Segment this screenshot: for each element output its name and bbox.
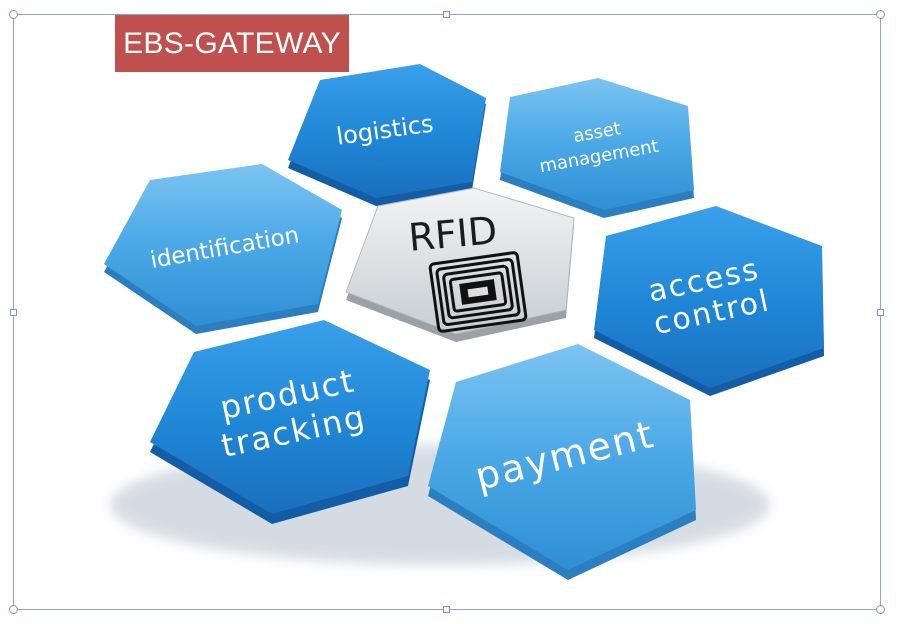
hexagon-asset-management: asset management (500, 78, 694, 218)
rfid-title: RFID (407, 208, 499, 260)
hexagon-rfid-center: RFID (345, 187, 575, 342)
resize-handle-top-left[interactable] (9, 10, 18, 19)
brand-label: EBS-GATEWAY (115, 15, 349, 72)
hexagon-payment: payment (428, 344, 696, 580)
rfid-chip-icon (428, 251, 528, 333)
resize-handle-left[interactable] (10, 309, 17, 316)
hexagon-access-control: access control (594, 206, 824, 396)
resize-handle-bottom-left[interactable] (9, 605, 18, 614)
hexagon-logistics: logistics (288, 64, 486, 206)
resize-handle-bottom[interactable] (443, 606, 450, 613)
hexagon-product-tracking: product tracking (150, 320, 430, 524)
resize-handle-bottom-right[interactable] (876, 605, 885, 614)
hexagon-identification: identification (104, 164, 342, 334)
resize-handle-right[interactable] (877, 309, 884, 316)
resize-handle-top-right[interactable] (876, 10, 885, 19)
resize-handle-top[interactable] (443, 11, 450, 18)
